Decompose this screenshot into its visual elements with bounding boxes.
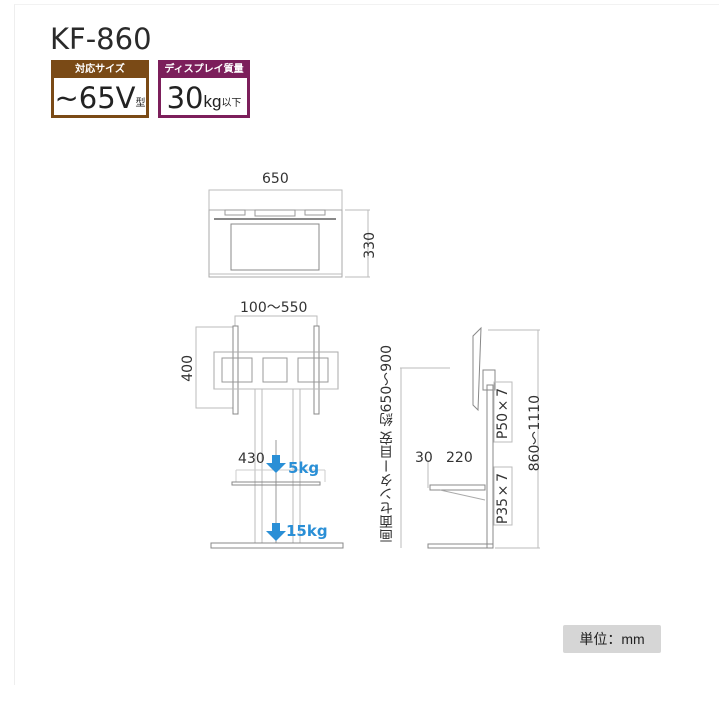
size-badge: 対応サイズ ~65V 型 <box>51 60 149 118</box>
size-badge-header: 対応サイズ <box>54 63 146 78</box>
shelf-width-label: 430 <box>238 451 265 467</box>
size-badge-value: ~65V <box>54 81 136 115</box>
page-frame <box>14 4 719 685</box>
shelf-offset-label: 30 <box>415 450 433 466</box>
base-load-arrow-icon <box>266 523 286 541</box>
top-depth-label: 330 <box>362 232 378 259</box>
weight-badge-value: 30 <box>166 81 204 115</box>
side-view-drawing <box>400 326 540 549</box>
lower-pitch-label: P35×7 <box>495 473 511 525</box>
shelf-load-label: 5kg <box>288 459 320 477</box>
top-view-drawing <box>208 189 370 278</box>
top-width-label: 650 <box>262 171 289 187</box>
model-name: KF-860 <box>50 22 152 56</box>
vesa-height-label: 400 <box>180 355 196 382</box>
weight-badge-unit: kg <box>203 92 222 111</box>
weight-badge: ディスプレイ質量 30 kg 以下 <box>158 60 250 118</box>
shelf-depth-label: 220 <box>446 450 473 466</box>
size-badge-suffix: 型 <box>135 98 146 109</box>
total-height-label: 860〜1110 <box>527 395 543 472</box>
load-arrows <box>266 455 286 541</box>
weight-badge-header: ディスプレイ質量 <box>161 63 247 78</box>
unit-badge: 単位：mm <box>563 625 661 653</box>
weight-badge-suffix: 以下 <box>221 98 242 109</box>
vesa-width-label: 100〜550 <box>240 300 308 316</box>
screen-center-label: 画面センター目安 約650〜900 <box>379 345 395 543</box>
upper-pitch-label: P50×7 <box>495 388 511 440</box>
front-view-drawing <box>195 315 344 549</box>
base-load-label: 15kg <box>286 522 328 540</box>
shelf-load-arrow-icon <box>266 455 286 473</box>
